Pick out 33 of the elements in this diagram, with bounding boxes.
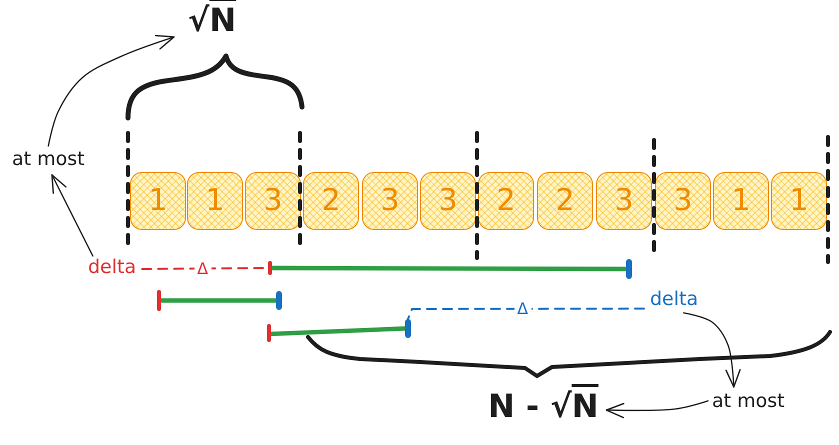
array-cell: 1 (187, 172, 243, 230)
interval-line (268, 326, 408, 336)
curved-arrow (48, 34, 175, 147)
delta-label: delta (650, 289, 698, 311)
interval-line (158, 298, 278, 303)
array-cell: 2 (478, 172, 534, 230)
array-cell: 3 (420, 172, 476, 230)
tick-mark-icon (268, 261, 272, 275)
tick-mark-icon (405, 319, 411, 338)
array-cell: 3 (655, 172, 711, 230)
curved-arrow (606, 400, 709, 418)
array-cell: 1 (771, 172, 827, 230)
math-expression: √N (188, 2, 236, 39)
array-cell: 2 (303, 172, 359, 230)
array-cell: 3 (362, 172, 418, 230)
array-cell: 2 (537, 172, 593, 230)
interval-line (270, 266, 628, 272)
array-cell: 1 (713, 172, 769, 230)
delta-label: delta (88, 257, 136, 279)
tick-mark-icon (267, 324, 271, 342)
dashed-line (407, 308, 645, 320)
tick-mark-icon (626, 259, 632, 279)
annotation-text: at most (12, 149, 85, 171)
math-expression: N - √N (488, 388, 598, 425)
tick-mark-icon (157, 290, 161, 311)
arrow (51, 174, 94, 257)
tick-mark-icon (276, 291, 282, 310)
array-cell: 1 (130, 172, 186, 230)
annotation-text: at most (712, 391, 785, 413)
array-cell: 3 (245, 172, 301, 230)
array-cell: 3 (596, 172, 652, 230)
curved-arrow (683, 312, 741, 388)
dashed-line (141, 267, 264, 270)
